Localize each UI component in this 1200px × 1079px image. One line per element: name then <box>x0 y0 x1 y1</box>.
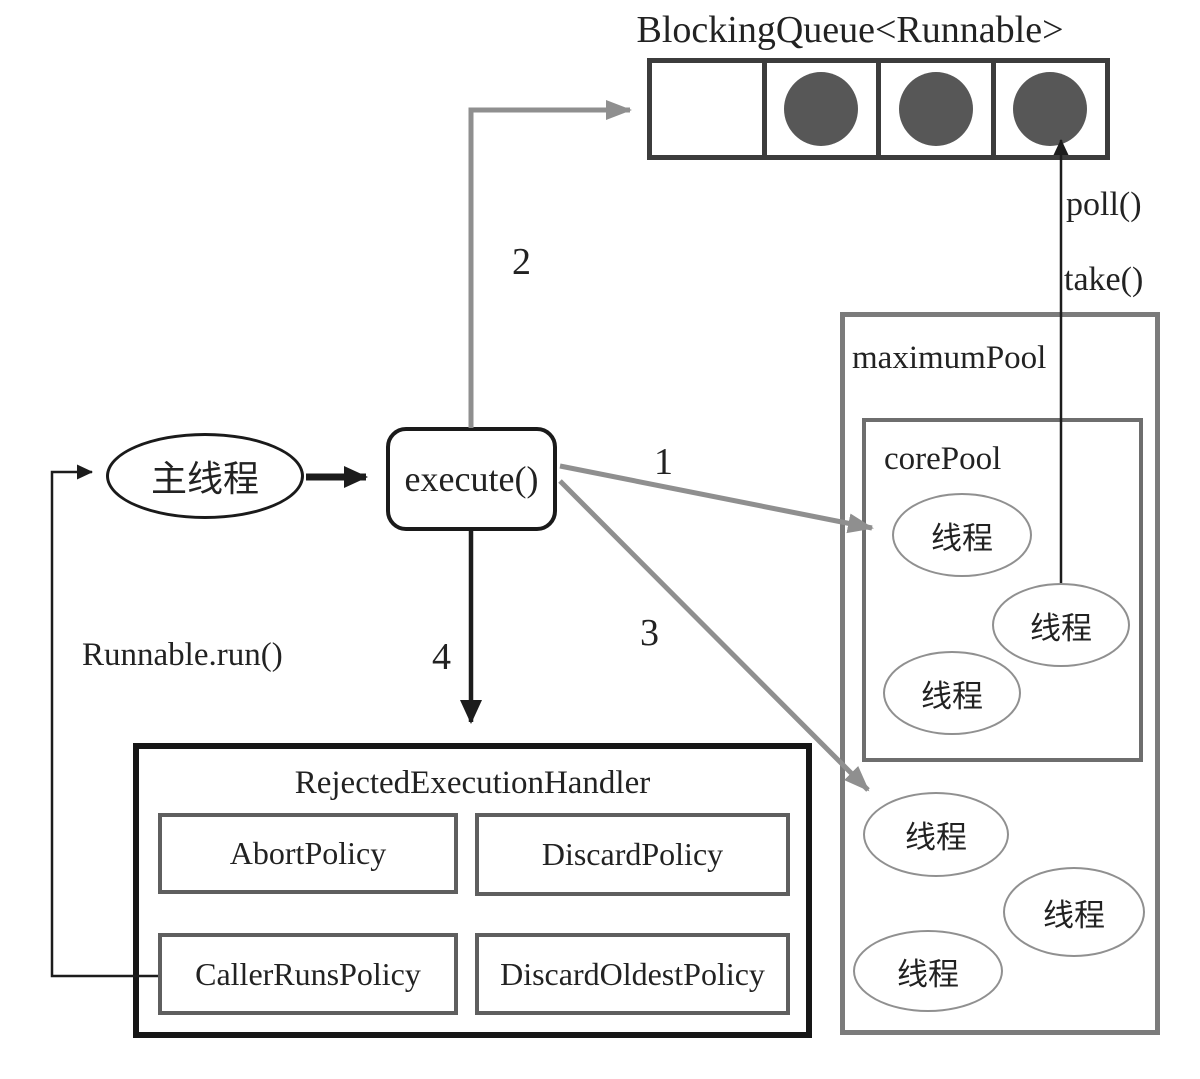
policy-label: AbortPolicy <box>229 835 387 871</box>
discard-policy-box: DiscardPolicy <box>475 813 790 896</box>
thread-label: 线程 <box>1043 897 1105 933</box>
take-label: take() <box>1064 261 1144 298</box>
task-dot <box>898 72 973 146</box>
pool-thread-node: 线程 <box>853 930 1003 1012</box>
thread-label: 线程 <box>931 520 993 556</box>
runnable-run-label: Runnable.run() <box>82 637 283 673</box>
thread-label: 线程 <box>1030 610 1092 646</box>
core-pool-title: corePool <box>884 441 1002 477</box>
pool-thread-node: 线程 <box>1003 867 1145 957</box>
execute-label: execute() <box>404 459 539 499</box>
queue-cell-task <box>990 63 1106 155</box>
policy-label: DiscardPolicy <box>541 836 724 872</box>
thread-label: 线程 <box>897 956 959 992</box>
arrow-step-1 <box>559 463 874 534</box>
main-thread-label: 主线程 <box>150 459 259 499</box>
core-thread-node: 线程 <box>883 651 1021 735</box>
maximum-pool-title: maximumPool <box>852 340 1047 376</box>
policy-label: CallerRunsPolicy <box>195 955 421 992</box>
step-3-label: 3 <box>640 612 659 654</box>
step-2-label: 2 <box>512 241 531 283</box>
thread-label: 线程 <box>921 678 983 714</box>
caller-runs-policy-box: CallerRunsPolicy <box>158 933 458 1015</box>
execute-node: execute() <box>386 427 557 531</box>
queue-cell-task <box>761 63 877 155</box>
step-1-label: 1 <box>654 441 673 483</box>
core-thread-node: 线程 <box>992 583 1130 667</box>
pool-thread-node: 线程 <box>863 792 1009 877</box>
blocking-queue-title: BlockingQueue<Runnable> <box>636 9 1064 51</box>
core-thread-node: 线程 <box>892 493 1032 577</box>
queue-cell-task <box>876 63 991 155</box>
abort-policy-box: AbortPolicy <box>158 813 458 894</box>
discard-oldest-policy-box: DiscardOldestPolicy <box>475 933 790 1015</box>
poll-label: poll() <box>1066 186 1142 223</box>
arrow-step-2 <box>468 100 632 428</box>
rejected-execution-handler-box: RejectedExecutionHandler AbortPolicy Dis… <box>133 743 812 1038</box>
task-dot <box>1013 72 1088 146</box>
main-thread-node: 主线程 <box>106 433 304 519</box>
step-4-label: 4 <box>432 636 451 678</box>
queue-cell-empty <box>652 63 762 155</box>
thread-label: 线程 <box>905 820 967 855</box>
rejected-execution-handler-title: RejectedExecutionHandler <box>294 765 651 801</box>
policy-label: DiscardOldestPolicy <box>500 955 765 992</box>
task-dot <box>784 72 859 146</box>
blocking-queue <box>647 58 1110 160</box>
